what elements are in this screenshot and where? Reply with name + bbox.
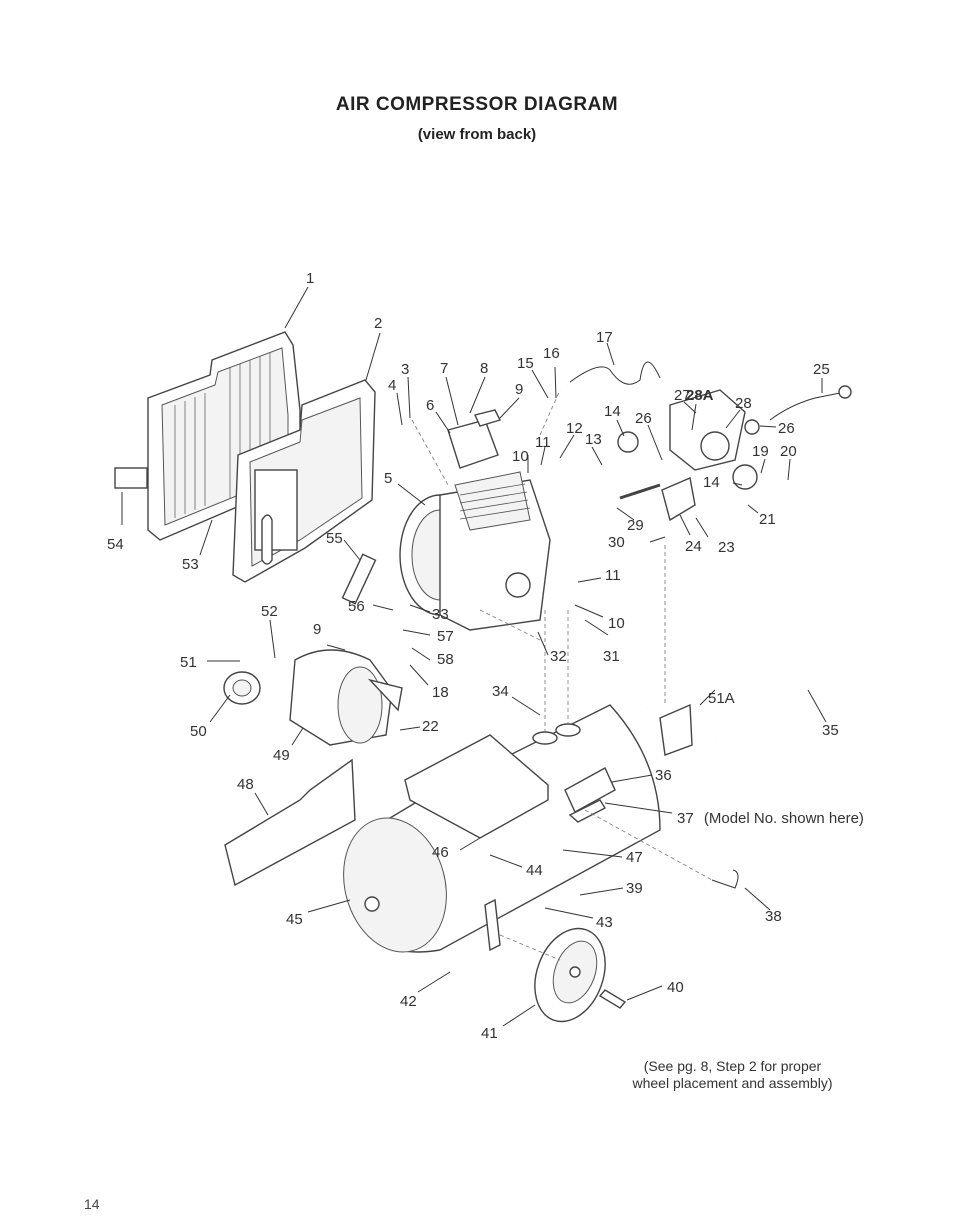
tube-12 [547, 453, 589, 566]
label-5: 5 [384, 470, 392, 487]
label-42: 42 [400, 993, 417, 1010]
label-16: 16 [543, 345, 560, 362]
label-8: 8 [480, 360, 488, 377]
label-6: 6 [426, 397, 434, 414]
callout-labels: 1 2 3 4 5 6 7 8 9 9 10 10 11 11 12 13 14… [107, 270, 864, 1042]
pulley-50 [223, 671, 261, 705]
label-46: 46 [432, 844, 449, 861]
label-49: 49 [273, 747, 290, 764]
label-23: 23 [718, 539, 735, 556]
label-29: 29 [627, 517, 644, 534]
note-line-2: wheel placement and assembly) [632, 1075, 833, 1091]
inner-panel-2 [232, 379, 376, 583]
leader-lines [121, 286, 827, 1027]
gauge-14 [617, 431, 639, 453]
label-35: 35 [822, 722, 839, 739]
label-45: 45 [286, 911, 303, 928]
label-18: 18 [432, 684, 449, 701]
label-7: 7 [440, 360, 448, 377]
page-subtitle: (view from back) [417, 126, 537, 143]
label-40: 40 [667, 979, 684, 996]
tube-29 [619, 483, 661, 500]
note-line-1: (See pg. 8, Step 2 for proper [643, 1058, 822, 1074]
hose-17 [569, 361, 661, 385]
label-48: 48 [237, 776, 254, 793]
fitting-26 [744, 419, 760, 435]
label-34: 34 [492, 683, 509, 700]
label-17: 17 [596, 329, 613, 346]
label-21: 21 [759, 511, 776, 528]
label-37: 37 (Model No. shown here) [677, 810, 864, 827]
pump-assembly-5 [399, 471, 551, 631]
label-57: 57 [437, 628, 454, 645]
label-20: 20 [780, 443, 797, 460]
label-44: 44 [526, 862, 543, 879]
label-4: 4 [388, 377, 396, 394]
wheel-41 [534, 927, 606, 1023]
label-2: 2 [374, 315, 382, 332]
label-10-top: 10 [512, 448, 529, 465]
label-15: 15 [517, 355, 534, 372]
label-47: 47 [626, 849, 643, 866]
label-31: 31 [603, 648, 620, 665]
label-25: 25 [813, 361, 830, 378]
label-13: 13 [585, 431, 602, 448]
gauge-19 [732, 464, 758, 490]
rod-38 [711, 869, 739, 889]
label-50: 50 [190, 723, 207, 740]
tank-45 [343, 704, 661, 953]
label-24: 24 [685, 538, 702, 555]
manifold-24 [661, 477, 696, 522]
pressure-switch-28 [669, 389, 746, 471]
page-number: 14 [84, 1196, 100, 1212]
mount-plate-46 [404, 734, 549, 839]
label-12: 12 [566, 420, 583, 437]
label-26-left: 26 [635, 410, 652, 427]
label-39: 39 [626, 880, 643, 897]
label-10-bottom: 10 [608, 615, 625, 632]
label-3: 3 [401, 361, 409, 378]
label-55: 55 [326, 530, 343, 547]
label-51a: 51A [708, 690, 735, 707]
label-56: 56 [348, 598, 365, 615]
page-title: AIR COMPRESSOR DIAGRAM [335, 94, 619, 115]
decal-51a [659, 703, 693, 756]
label-41: 41 [481, 1025, 498, 1042]
motor-49 [289, 649, 403, 746]
bracket-43 [484, 898, 501, 952]
label-1: 1 [306, 270, 314, 287]
label-53: 53 [182, 556, 199, 573]
label-33: 33 [432, 606, 449, 623]
label-51: 51 [180, 654, 197, 671]
power-cord-25 [769, 391, 846, 421]
label-38: 38 [765, 908, 782, 925]
label-58: 58 [437, 651, 454, 668]
bolt-40 [598, 989, 627, 1009]
label-28: 28 [735, 395, 752, 412]
label-14-right: 14 [703, 474, 720, 491]
label-28a: 28A [686, 387, 714, 404]
label-9-left: 9 [313, 621, 321, 638]
label-52: 52 [261, 603, 278, 620]
label-26-right: 26 [778, 420, 795, 437]
label-43: 43 [596, 914, 613, 931]
label-14-top: 14 [604, 403, 621, 420]
wheel-assembly-note: (See pg. 8, Step 2 for proper wheel plac… [600, 1058, 865, 1092]
label-36: 36 [655, 767, 672, 784]
label-32: 32 [550, 648, 567, 665]
label-54: 54 [107, 536, 124, 553]
label-22: 22 [422, 718, 439, 735]
label-11-bottom: 11 [605, 567, 621, 584]
label-27: 27 [674, 387, 691, 404]
intake-55 [341, 553, 377, 605]
label-19: 19 [752, 443, 769, 460]
decal-36 [564, 767, 616, 813]
label-30: 30 [608, 534, 625, 551]
label-9-top: 9 [515, 381, 523, 398]
label-11-top: 11 [535, 434, 551, 451]
assembly-lines [411, 389, 713, 961]
belt-guard-48 [224, 758, 356, 887]
head-plate-6 [447, 409, 501, 469]
